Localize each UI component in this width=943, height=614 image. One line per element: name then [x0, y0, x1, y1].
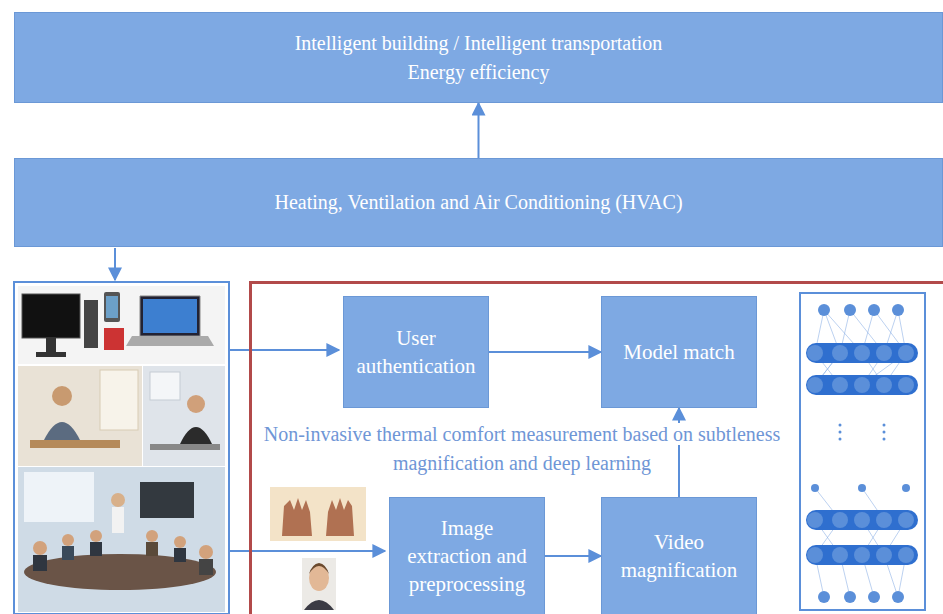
process-box: Video magnification [601, 497, 757, 614]
node-label: Image extraction and preprocessing [398, 514, 536, 598]
hands-image [270, 487, 366, 541]
flow-arrow [114, 248, 116, 280]
flow-arrow [545, 555, 601, 557]
hvac-band: Heating, Ventilation and Air Conditionin… [14, 158, 943, 247]
process-box: Model match [601, 296, 757, 408]
flow-arrow [478, 103, 480, 158]
face-image [302, 558, 336, 610]
top-band: Intelligent building / Intelligent trans… [14, 12, 943, 103]
node-label: User authentication [352, 324, 480, 380]
flow-arrow [229, 349, 339, 351]
process-box: Image extraction and preprocessing [389, 497, 545, 614]
process-box: User authentication [343, 296, 489, 408]
node-label: Heating, Ventilation and Air Conditionin… [274, 188, 682, 217]
flow-arrow [489, 351, 601, 353]
photo-panel [14, 282, 229, 614]
node-label: Intelligent building / Intelligent trans… [295, 29, 663, 58]
region-caption-text: Non-invasive thermal comfort measurement… [264, 423, 781, 474]
node-label: Energy efficiency [408, 58, 550, 87]
region-caption: Non-invasive thermal comfort measurement… [262, 420, 782, 478]
flow-arrow [678, 408, 680, 497]
node-label: Model match [623, 338, 734, 366]
neural-network-image [800, 293, 925, 610]
flow-arrow [229, 550, 385, 552]
node-label: Video magnification [610, 528, 748, 584]
method-region: Non-invasive thermal comfort measurement… [249, 281, 943, 614]
